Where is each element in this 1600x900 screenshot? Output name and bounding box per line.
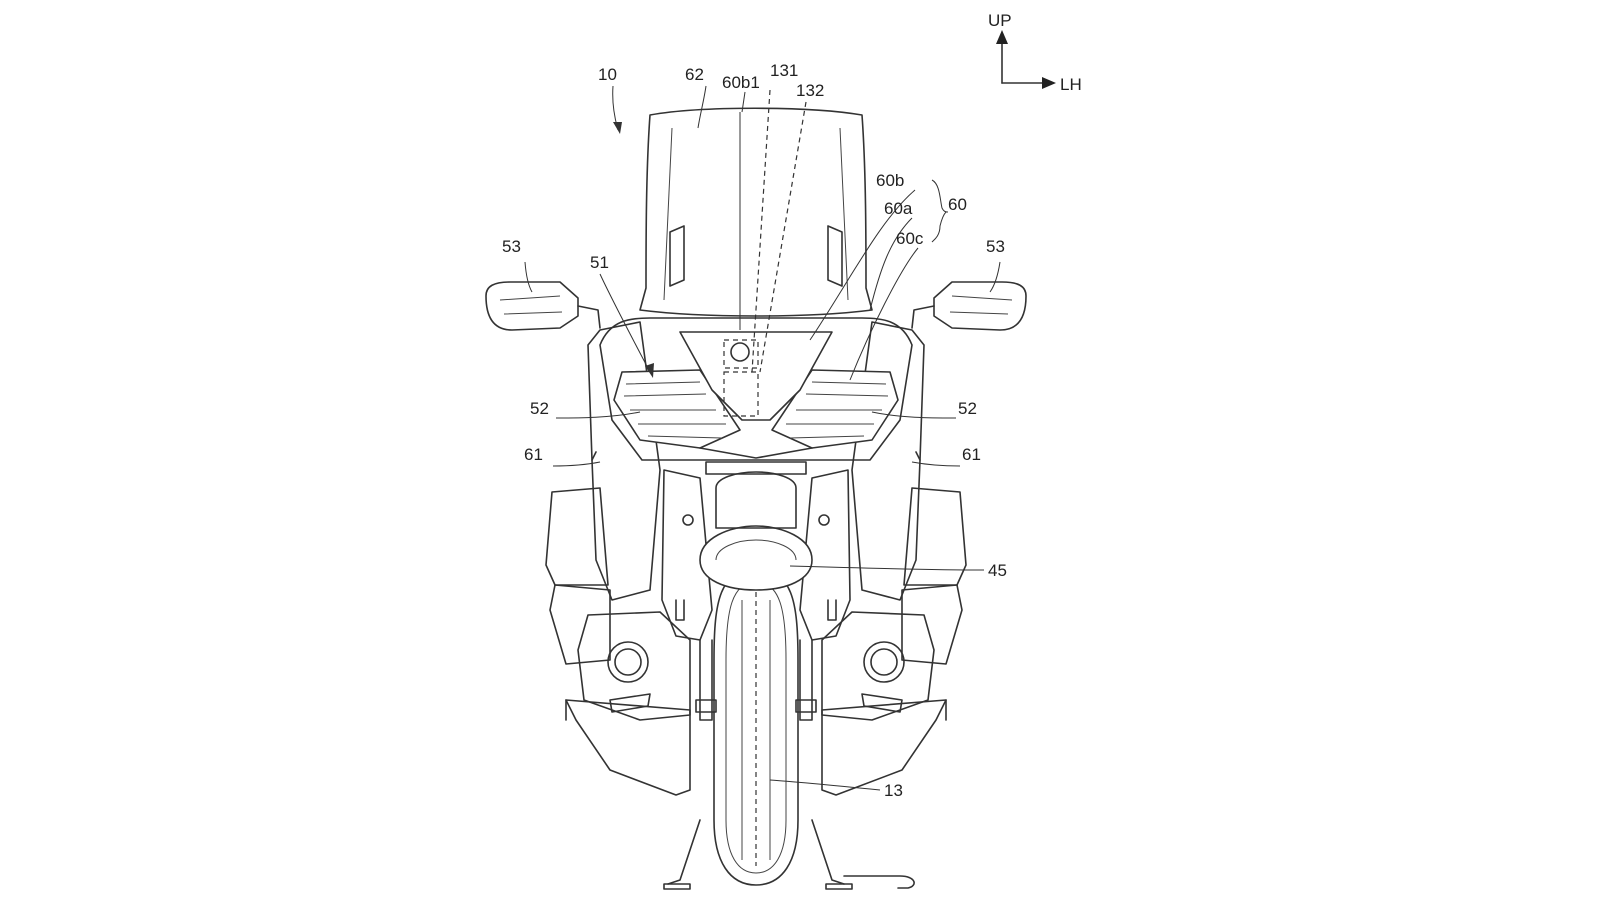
- label-132: 132: [796, 81, 824, 100]
- label-131: 131: [770, 61, 798, 80]
- vent-right: [827, 225, 843, 287]
- front-fender: [699, 525, 813, 591]
- leader-lines: [524, 85, 1001, 791]
- front-wheel: [713, 569, 799, 886]
- orientation-indicator: UP LH: [988, 11, 1082, 94]
- label-53-left: 53: [502, 237, 521, 256]
- fog-housing-right: [821, 611, 935, 721]
- fairing-right: [851, 321, 925, 601]
- mirror-right: [933, 281, 1027, 331]
- label-10: 10: [598, 65, 617, 84]
- label-60b1: 60b1: [722, 73, 760, 92]
- lh-arrow-icon: [1042, 77, 1056, 89]
- reference-labels: 10 62 60b1 131 132 60b 60a 60 60c 53 53 …: [502, 61, 1007, 800]
- label-60a: 60a: [884, 199, 913, 218]
- label-62: 62: [685, 65, 704, 84]
- lh-label: LH: [1060, 75, 1082, 94]
- motorcycle-front-view: [485, 89, 1027, 890]
- label-45: 45: [988, 561, 1007, 580]
- saddlebag-right: [903, 487, 967, 586]
- fairing-left: [587, 321, 661, 601]
- label-51: 51: [590, 253, 609, 272]
- fog-housing-left: [577, 611, 691, 721]
- lower-cowl-left: [565, 699, 691, 796]
- label-61-left: 61: [524, 445, 543, 464]
- label-60b: 60b: [876, 171, 904, 190]
- center-nose: [679, 331, 833, 421]
- up-label: UP: [988, 11, 1012, 30]
- label-60c: 60c: [896, 229, 924, 248]
- up-arrow-icon: [996, 30, 1008, 44]
- windscreen: [639, 107, 873, 317]
- mirror-left: [485, 281, 579, 331]
- sensor-icon: [730, 342, 750, 362]
- label-52-right: 52: [958, 399, 977, 418]
- saddlebag-left: [545, 487, 609, 586]
- label-13: 13: [884, 781, 903, 800]
- upper-fairing: [599, 317, 913, 461]
- label-52-left: 52: [530, 399, 549, 418]
- vent-left: [669, 225, 685, 287]
- label-53-right: 53: [986, 237, 1005, 256]
- label-60: 60: [948, 195, 967, 214]
- label-61-right: 61: [962, 445, 981, 464]
